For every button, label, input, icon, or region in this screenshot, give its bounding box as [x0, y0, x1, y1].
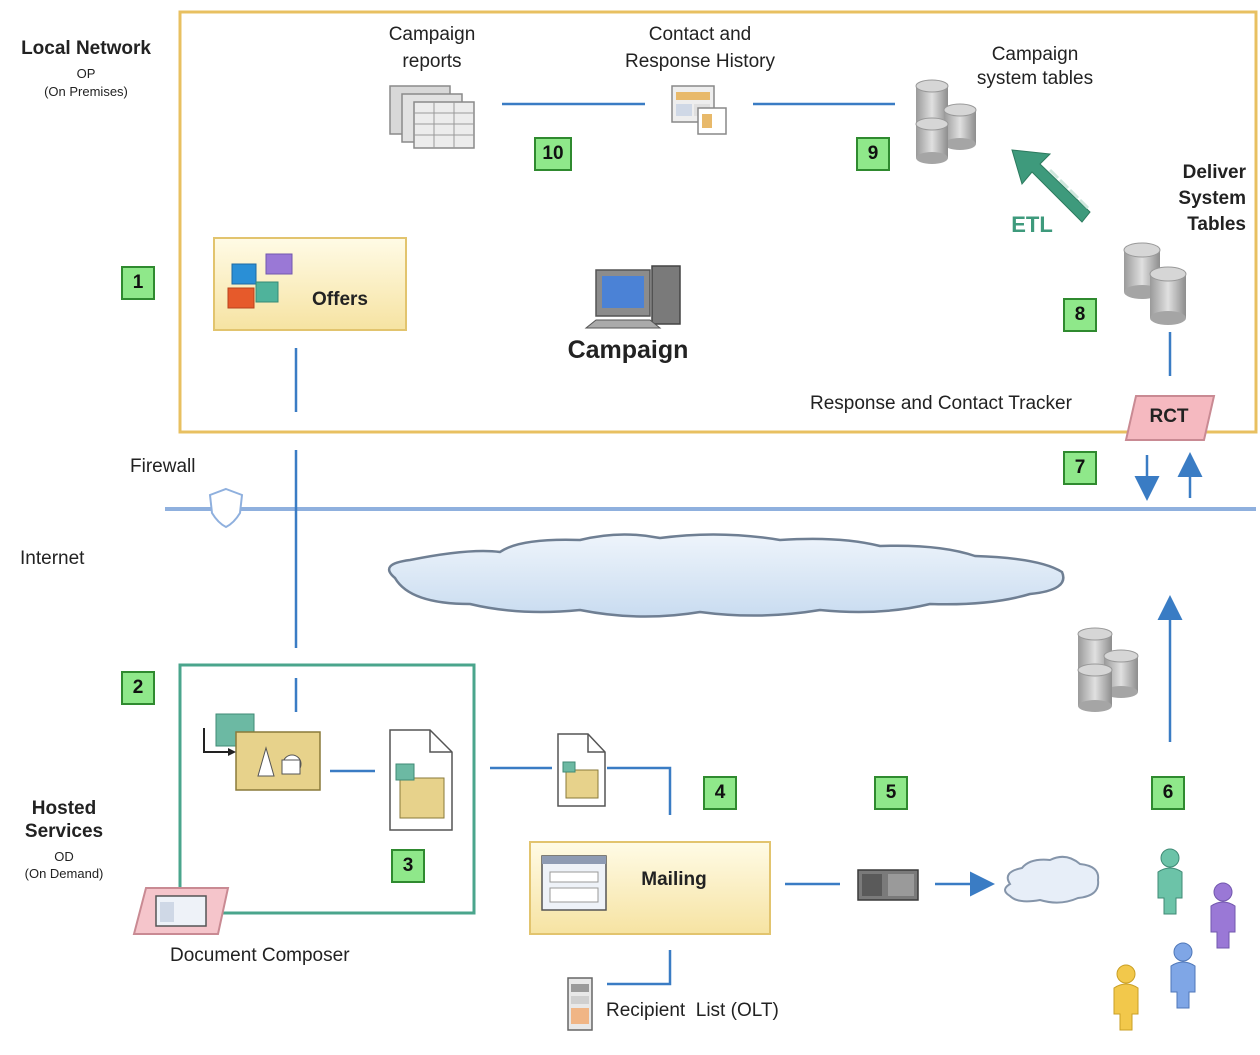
- line-mailing-recipients: [607, 950, 672, 986]
- cloud-icon: [387, 533, 1065, 618]
- mailing-label: Mailing: [641, 869, 707, 890]
- step-badge-8: 8: [1063, 298, 1097, 332]
- local-network-full: (On Premises): [44, 84, 128, 99]
- local-network-title: Local Network: [21, 38, 151, 59]
- rct-caption: Response and Contact Tracker: [810, 393, 1072, 414]
- etl-arrow-icon: [1011, 149, 1091, 223]
- person-icon: [1157, 848, 1183, 915]
- step-badge-5: 5: [874, 776, 908, 810]
- document-composer-icon: [155, 895, 207, 927]
- document-composer-label: Document Composer: [170, 945, 350, 966]
- step-badge-9: 9: [856, 137, 890, 171]
- rct-box: [1124, 395, 1216, 441]
- campaign-reports-label-1: Campaign: [388, 24, 476, 45]
- hosted-services-abbr: OD: [54, 849, 74, 864]
- server-icon: [857, 869, 919, 901]
- rct-label: RCT: [1149, 406, 1189, 427]
- person-icon: [1170, 942, 1196, 1009]
- step-badge-7: 7: [1063, 451, 1097, 485]
- history-document-icon: [671, 85, 727, 135]
- contact-history-label-2: Response History: [625, 51, 775, 72]
- campaign-label: Campaign: [567, 336, 689, 364]
- offers-cubes-icon: [227, 253, 293, 309]
- composer-edit-icon: [203, 713, 321, 791]
- contact-history-label-1: Contact and: [648, 24, 752, 45]
- deliver-tables-label-1: Deliver: [1182, 162, 1246, 183]
- hosted-services-title-2: Services: [24, 821, 104, 842]
- small-document-icon: [557, 733, 606, 807]
- step-badge-3: 3: [391, 849, 425, 883]
- mailing-window-icon: [541, 855, 607, 911]
- campaign-reports-label-2: reports: [402, 51, 462, 72]
- hosted-services-title-1: Hosted: [31, 798, 97, 819]
- offers-label: Offers: [312, 289, 368, 310]
- person-icon: [1210, 882, 1236, 949]
- small-cloud-icon: [1004, 855, 1100, 904]
- internet-label: Internet: [20, 548, 85, 569]
- document-icon: [389, 729, 453, 831]
- internet-database-icon: [1077, 627, 1139, 712]
- hosted-services-box: [178, 663, 476, 915]
- step-badge-2: 2: [121, 671, 155, 705]
- etl-label: ETL: [1011, 212, 1053, 237]
- person-icon: [1113, 964, 1139, 1031]
- step-badge-4: 4: [703, 776, 737, 810]
- deliver-database-icon: [1123, 242, 1187, 325]
- step-badge-10: 10: [534, 137, 572, 171]
- step-badge-1: 1: [121, 266, 155, 300]
- recipient-list-label: Recipient List (OLT): [606, 1000, 779, 1021]
- system-tables-label-2: system tables: [976, 68, 1094, 89]
- database-icon: [915, 79, 977, 164]
- line-doc-mailing: [607, 766, 672, 815]
- local-network-abbr: OP: [76, 66, 96, 81]
- recipient-list-icon: [567, 977, 593, 1031]
- step-badge-6: 6: [1151, 776, 1185, 810]
- deliver-tables-label-3: Tables: [1187, 214, 1246, 235]
- deliver-tables-label-2: System: [1178, 188, 1246, 209]
- computer-icon: [584, 265, 681, 329]
- firewall-label: Firewall: [130, 456, 196, 477]
- report-grid-icon: [389, 85, 475, 149]
- system-tables-label-1: Campaign: [991, 44, 1079, 65]
- hosted-services-full: (On Demand): [24, 866, 104, 881]
- local-network-box: [178, 10, 1258, 434]
- shield-icon: [208, 487, 244, 529]
